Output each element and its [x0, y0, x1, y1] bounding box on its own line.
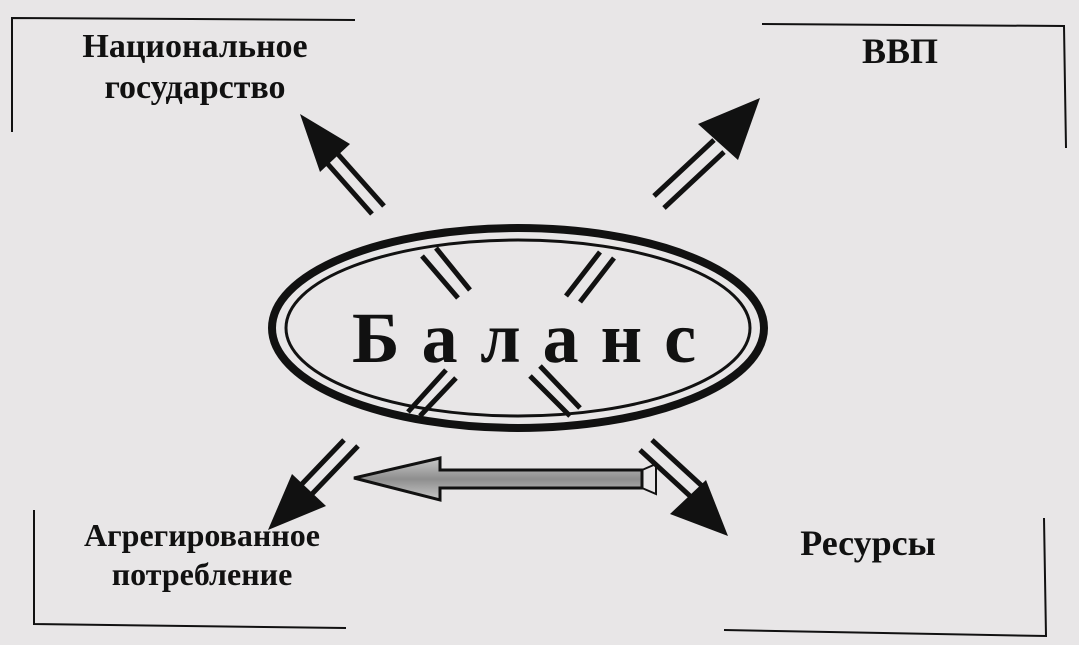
node-aggregated-consumption: Агрегированное потребление	[84, 517, 320, 593]
bracket-top-left	[11, 16, 356, 132]
arrow-to-aggregated-consumption	[268, 438, 360, 530]
link-arrow-resources-to-consumption	[353, 456, 657, 502]
center-ellipse	[268, 224, 768, 432]
arrow-to-resources	[638, 438, 728, 536]
node-resources: Ресурсы	[800, 523, 936, 563]
node-balance: Баланс	[352, 298, 719, 378]
node-gdp: ВВП	[861, 31, 939, 71]
node-national-state: Национальное государство	[82, 28, 308, 107]
ellipse-connectors	[406, 246, 616, 418]
bracket-top-right	[761, 23, 1067, 149]
bracket-bottom-right	[723, 517, 1048, 638]
arrow-to-gdp	[652, 98, 760, 210]
arrow-to-national-state	[300, 114, 386, 216]
bracket-bottom-left	[33, 510, 347, 629]
